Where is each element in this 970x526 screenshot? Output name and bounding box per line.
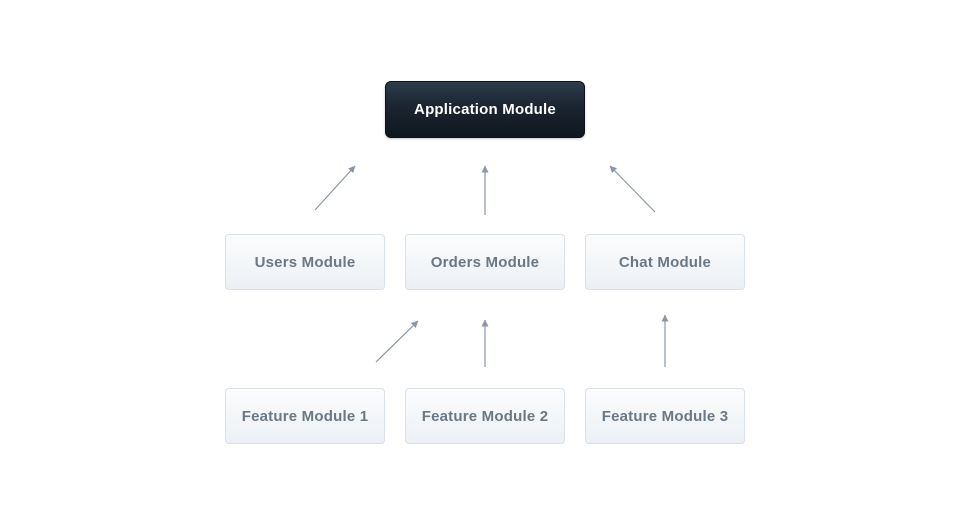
node-users-module-label: Users Module <box>254 253 356 271</box>
node-application-module: Application Module <box>385 81 585 138</box>
node-feature-module-2: Feature Module 2 <box>405 388 565 444</box>
node-chat-module: Chat Module <box>585 234 745 290</box>
node-feature-module-3: Feature Module 3 <box>585 388 745 444</box>
node-feature-module-3-label: Feature Module 3 <box>601 407 729 425</box>
node-feature-module-1-label: Feature Module 1 <box>241 407 369 425</box>
node-application-module-label: Application Module <box>414 101 556 118</box>
edge-chat-to-application <box>609 165 656 213</box>
edge-users-to-application <box>314 165 356 211</box>
node-chat-module-label: Chat Module <box>618 253 712 271</box>
node-orders-module: Orders Module <box>405 234 565 290</box>
edge-feature1-to-orders <box>375 320 419 363</box>
node-orders-module-label: Orders Module <box>430 253 540 271</box>
node-feature-module-2-label: Feature Module 2 <box>421 407 549 425</box>
node-users-module: Users Module <box>225 234 385 290</box>
node-feature-module-1: Feature Module 1 <box>225 388 385 444</box>
